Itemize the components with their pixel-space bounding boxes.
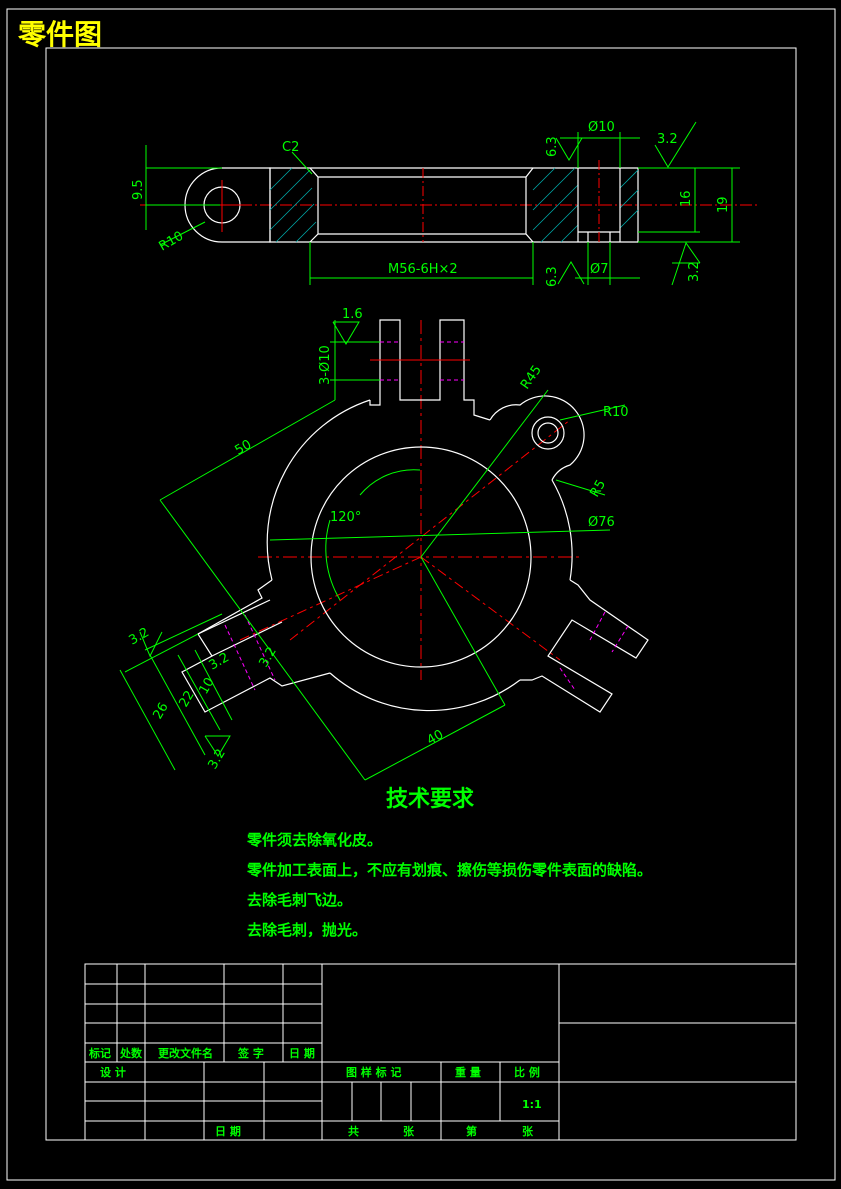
tb-sheets: 张 (403, 1124, 415, 1138)
roughness-b-label: 3.2 (657, 132, 678, 147)
tb-sheets2: 张 (522, 1124, 534, 1138)
roughness-slot-label: 1.6 (342, 307, 363, 322)
height-b-label: 16 (679, 190, 694, 207)
len40-label: 40 (425, 727, 447, 748)
holes-label: 3-Ø10 (318, 345, 333, 385)
hole-d-label: Ø10 (588, 120, 615, 135)
bore-circle (310, 446, 532, 668)
w32d-label: 3.2 (205, 747, 228, 772)
inner-bore (309, 167, 534, 243)
d76-label: Ø76 (588, 515, 615, 530)
roughness-d-label: 3.2 (687, 261, 702, 282)
tb-date2: 日 期 (215, 1124, 241, 1138)
front-view: 1.6 3-Ø10 R45 R10 R5 Ø76 120° 50 40 3.2 … (119, 307, 649, 781)
top-view: C2 Ø10 3.2 M56-6H×2 Ø7 6.3 9.5 R10 16 19… (131, 120, 760, 287)
hole-e-label: Ø7 (590, 262, 609, 277)
tech-requirements: 技术要求 零件须去除氧化皮。 零件加工表面上，不应有划痕、擦伤等损伤零件表面的缺… (246, 787, 652, 939)
w26-label: 26 (150, 700, 171, 722)
top-fork (369, 319, 491, 421)
roughness-a-label: 6.3 (545, 136, 560, 157)
tb-drawing-mark: 图 样 标 记 (346, 1065, 402, 1079)
tech-item-2: 零件加工表面上，不应有划痕、擦伤等损伤零件表面的缺陷。 (246, 861, 652, 879)
r5-label: R5 (587, 478, 609, 500)
tb-mark: 标记 (88, 1046, 111, 1060)
title-block-text: 标记 处数 更改文件名 签 字 日 期 设 计 日 期 图 样 标 记 重 量 … (88, 1046, 542, 1138)
left-lug (184, 167, 271, 243)
left-arm (181, 579, 331, 713)
tb-total: 共 (348, 1124, 359, 1138)
roughness-c-label: 6.3 (545, 266, 560, 287)
tb-weight: 重 量 (455, 1065, 481, 1079)
height-c-label: 19 (716, 196, 731, 213)
tb-design: 设 计 (100, 1065, 126, 1079)
outer-border (6, 8, 836, 1181)
drawing-title: 零件图 (18, 18, 102, 51)
hatch-right (532, 167, 639, 243)
tech-item-3: 去除毛刺飞边。 (247, 891, 352, 909)
angle-label: 120° (330, 510, 361, 525)
front-dims (119, 320, 626, 781)
side-lug (489, 395, 585, 481)
tech-item-4: 去除毛刺，抛光。 (247, 921, 367, 939)
height-a-label: 9.5 (131, 179, 146, 200)
w10-label: 10 (196, 675, 217, 697)
tb-scale-label: 比 例 (514, 1065, 540, 1079)
chamfer-label: C2 (282, 140, 299, 155)
w32a-label: 3.2 (127, 625, 152, 648)
r10-label: R10 (603, 405, 629, 420)
tb-change-doc: 更改文件名 (158, 1046, 213, 1060)
len50-label: 50 (233, 437, 255, 458)
inner-border (45, 47, 797, 1141)
hatch-left (269, 167, 317, 243)
tech-item-1: 零件须去除氧化皮。 (246, 831, 382, 849)
w22-label: 22 (176, 688, 197, 710)
thread-label: M56-6H×2 (388, 262, 458, 277)
tb-count: 处数 (119, 1046, 143, 1060)
r45-label: R45 (518, 363, 545, 393)
tb-sign: 签 字 (237, 1046, 264, 1060)
radius-label: R10 (157, 229, 187, 255)
top-dims (145, 121, 740, 286)
tech-heading: 技术要求 (386, 787, 474, 812)
title-block (84, 963, 797, 1141)
right-arm (520, 579, 649, 713)
tb-date: 日 期 (289, 1046, 315, 1060)
tb-scale-value: 1:1 (522, 1098, 542, 1111)
tb-sheet-no: 第 (466, 1124, 477, 1138)
